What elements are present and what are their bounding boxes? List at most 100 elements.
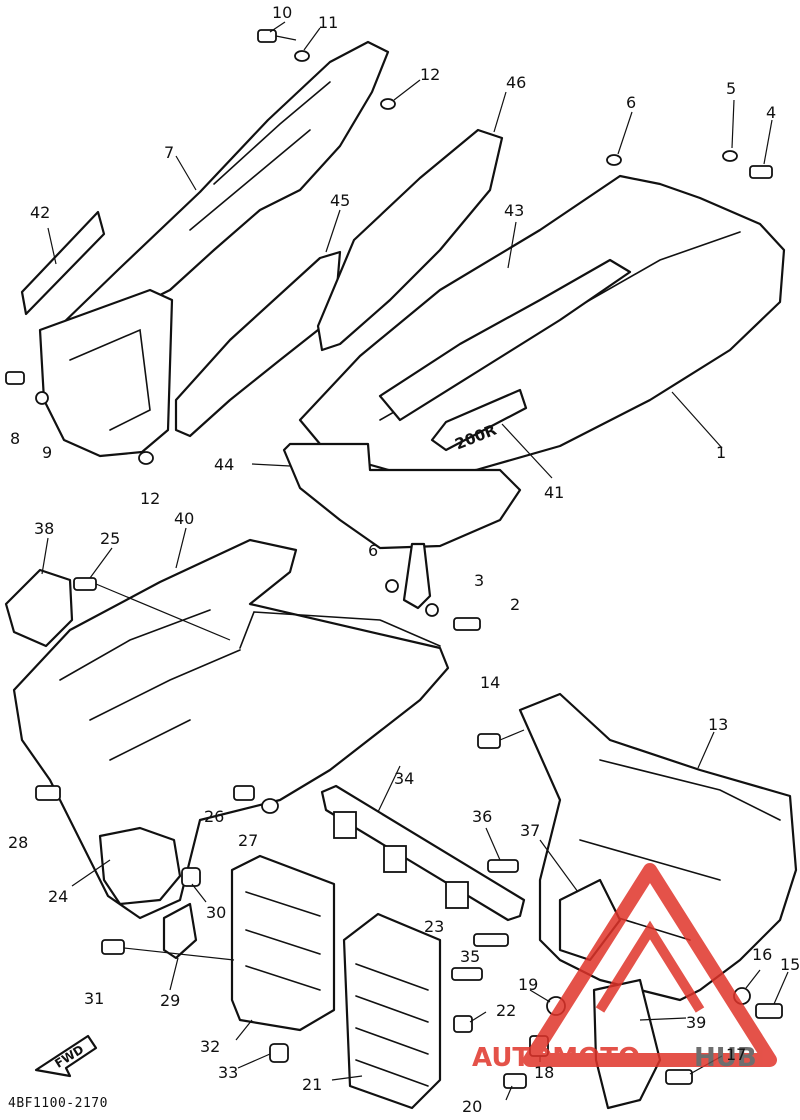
part-43-emblem-panel [378, 258, 632, 422]
bolt-35 [473, 933, 509, 947]
part-24-mount [98, 826, 182, 906]
part-34-tab-right [445, 881, 469, 909]
washer-3 [425, 603, 439, 617]
callout-23: 23 [424, 917, 444, 936]
callout-20: 20 [462, 1097, 482, 1116]
washer-5 [722, 150, 738, 162]
callout-36: 36 [472, 807, 492, 826]
callout-27: 27 [238, 831, 258, 850]
callout-25: 25 [100, 529, 120, 548]
callout-39: 39 [686, 1013, 706, 1032]
washer-12-bottom [138, 451, 154, 465]
bolt-14 [477, 733, 501, 749]
bolt-31 [101, 939, 125, 955]
nut-22 [453, 1015, 473, 1033]
callout-6-bottom: 6 [368, 541, 378, 560]
callout-45: 45 [330, 191, 350, 210]
part-left-lower-shield [38, 288, 174, 458]
callout-4: 4 [766, 103, 776, 122]
washer-6-top [606, 154, 622, 166]
callout-22: 22 [496, 1001, 516, 1020]
part-34-tab-center [383, 845, 407, 873]
bolt-17 [665, 1069, 693, 1085]
bolt-4 [749, 165, 773, 179]
part-44-lower-cover [282, 442, 522, 550]
bolt-2 [453, 617, 481, 631]
callout-13: 13 [708, 715, 728, 734]
nut-33 [269, 1043, 289, 1063]
callout-10: 10 [272, 3, 292, 22]
washer-12-top [380, 98, 396, 110]
callout-19: 19 [518, 975, 538, 994]
callout-6-top: 6 [626, 93, 636, 112]
washer-9 [35, 391, 49, 405]
callout-12-top: 12 [420, 65, 440, 84]
callout-33: 33 [218, 1063, 238, 1082]
part-cover-bracket [402, 542, 432, 610]
part-38-decal [4, 568, 74, 648]
callout-44: 44 [214, 455, 234, 474]
collar-27 [261, 798, 279, 814]
callout-41: 41 [544, 483, 564, 502]
fwd-arrow-icon: FWD [34, 1034, 98, 1078]
watermark-triangle-icon [523, 863, 777, 1067]
watermark-logo: AUTOMOTO HUB [472, 863, 777, 1073]
watermark-inner-icon [595, 920, 705, 1013]
callout-38: 38 [34, 519, 54, 538]
callout-3: 3 [474, 571, 484, 590]
callout-labels: 1 2 3 4 5 6 6 7 8 9 10 11 12 12 13 14 15… [8, 3, 800, 1116]
callout-29: 29 [160, 991, 180, 1010]
part-40-main-panel [12, 538, 450, 920]
callout-2: 2 [510, 595, 520, 614]
bolt-10 [257, 29, 277, 43]
callout-24: 24 [48, 887, 68, 906]
callout-40: 40 [174, 509, 194, 528]
part-34-stay [320, 784, 526, 922]
callout-46: 46 [506, 73, 526, 92]
part-21-radiator [342, 912, 442, 1110]
callout-43: 43 [504, 201, 524, 220]
bolt-36 [487, 859, 519, 873]
callout-14: 14 [480, 673, 500, 692]
part-29-bracket [162, 902, 198, 960]
washer-11 [294, 50, 310, 62]
callout-15: 15 [780, 955, 800, 974]
part-42-decal [20, 210, 106, 316]
watermark-text-right: HUB [694, 1043, 757, 1073]
diagram-code: 4BF1100-2170 [8, 1096, 108, 1111]
bolt-25 [73, 577, 97, 591]
part-46-panel [316, 128, 504, 352]
callout-30: 30 [206, 903, 226, 922]
callout-35: 35 [460, 947, 480, 966]
callout-37: 37 [520, 821, 540, 840]
callout-5: 5 [726, 79, 736, 98]
bolt-23 [451, 967, 483, 981]
bolt-20 [503, 1073, 527, 1089]
leader-lines [41, 21, 789, 1101]
callout-12-bottom: 12 [140, 489, 160, 508]
bolt-15 [755, 1003, 783, 1019]
callout-18: 18 [534, 1063, 554, 1082]
callout-32: 32 [200, 1037, 220, 1056]
bolt-8 [5, 371, 25, 385]
callout-21: 21 [302, 1075, 322, 1094]
callout-1: 1 [716, 443, 726, 462]
callout-34: 34 [394, 769, 414, 788]
callout-16: 16 [752, 945, 772, 964]
part-32-guard [230, 854, 336, 1032]
callout-11: 11 [318, 13, 338, 32]
callout-26: 26 [204, 807, 224, 826]
callout-7: 7 [164, 143, 174, 162]
bolt-26 [233, 785, 255, 801]
part-41-badge: 200R [430, 388, 528, 453]
callout-42: 42 [30, 203, 50, 222]
nut-30 [181, 867, 201, 887]
callout-9: 9 [42, 443, 52, 462]
bolt-28 [35, 785, 61, 801]
part-34-tab-left [333, 811, 357, 839]
washer-6-bottom [385, 579, 399, 593]
callout-28: 28 [8, 833, 28, 852]
callout-17: 17 [726, 1045, 746, 1064]
callout-31: 31 [84, 989, 104, 1008]
